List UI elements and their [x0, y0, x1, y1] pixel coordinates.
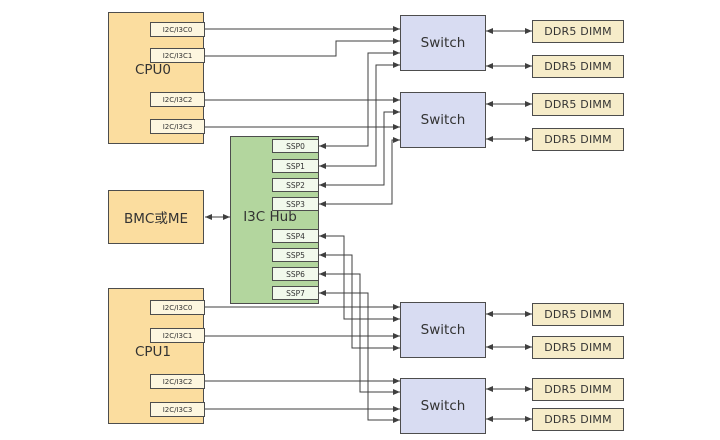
- dimm-5: DDR5 DIMM: [532, 303, 624, 326]
- switch-4: Switch: [400, 378, 486, 434]
- cpu1-port-i2c-i3c1: I2C/I3C1: [150, 328, 205, 343]
- hub-port-ssp7: SSP7: [272, 286, 319, 300]
- hub-port-ssp3: SSP3: [272, 197, 319, 211]
- hub-port-ssp4: SSP4: [272, 229, 319, 243]
- dimm-3: DDR5 DIMM: [532, 93, 624, 116]
- cpu0-port-i2c-i3c3: I2C/I3C3: [150, 119, 205, 134]
- hub-port-ssp0: SSP0: [272, 139, 319, 153]
- cpu1-label: CPU1: [134, 344, 172, 360]
- cpu1-port-i2c-i3c3: I2C/I3C3: [150, 402, 205, 417]
- dimm-8: DDR5 DIMM: [532, 408, 624, 431]
- dimm-6: DDR5 DIMM: [532, 336, 624, 359]
- hub-port-ssp6: SSP6: [272, 267, 319, 281]
- hub-port-ssp1: SSP1: [272, 159, 319, 173]
- cpu0-label: CPU0: [134, 62, 172, 78]
- dimm-7: DDR5 DIMM: [532, 378, 624, 401]
- cpu0-port-i2c-i3c0: I2C/I3C0: [150, 22, 205, 37]
- switch-1: Switch: [400, 15, 486, 71]
- dimm-2: DDR5 DIMM: [532, 55, 624, 78]
- bmc-block: BMC或ME: [108, 190, 204, 244]
- hub-port-ssp5: SSP5: [272, 248, 319, 262]
- dimm-4: DDR5 DIMM: [532, 128, 624, 151]
- cpu0-port-i2c-i3c2: I2C/I3C2: [150, 92, 205, 107]
- cpu0-port-i2c-i3c1: I2C/I3C1: [150, 48, 205, 63]
- cpu1-port-i2c-i3c0: I2C/I3C0: [150, 300, 205, 315]
- switch-3: Switch: [400, 302, 486, 358]
- dimm-1: DDR5 DIMM: [532, 20, 624, 43]
- switch-2: Switch: [400, 92, 486, 148]
- cpu1-port-i2c-i3c2: I2C/I3C2: [150, 374, 205, 389]
- hub-port-ssp2: SSP2: [272, 178, 319, 192]
- i3c-hub-label: I3C Hub: [243, 209, 297, 225]
